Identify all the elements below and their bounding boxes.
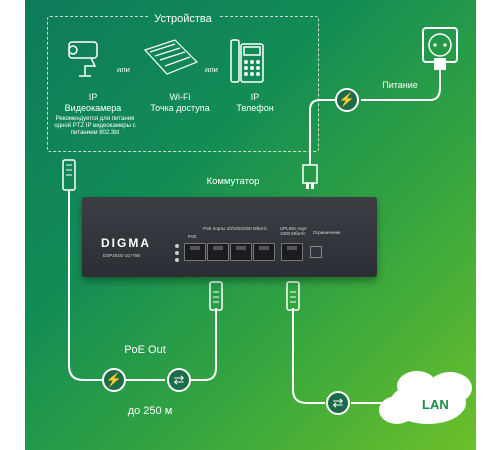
or-label: или xyxy=(205,65,218,74)
phone-label-line1: IP xyxy=(250,92,260,102)
lan-cloud-icon xyxy=(379,371,472,424)
switch-device xyxy=(82,197,377,277)
exchange-arrows-icon: ⇄ xyxy=(326,391,350,415)
camera-label-line2: Видеокамера xyxy=(64,103,122,113)
ap-label-line2: Точка доступа xyxy=(150,103,210,113)
poe-distance: до 250 м xyxy=(127,405,173,417)
poe-port-4 xyxy=(253,243,275,261)
power-label: Питание xyxy=(382,80,418,90)
phone-label-line2: Телефон xyxy=(236,103,274,113)
rj45-connector-icon xyxy=(62,159,76,191)
poe-tag: PoE xyxy=(188,234,197,239)
devices-title: Устройства xyxy=(48,9,318,27)
ip-phone-icon xyxy=(230,39,264,83)
poe-port-3 xyxy=(230,243,252,261)
power-outlet-icon xyxy=(422,27,458,70)
exchange-arrows-icon: ⇄ xyxy=(167,368,191,392)
switch-label: Коммутатор xyxy=(206,176,260,187)
poe-port-2 xyxy=(207,243,229,261)
devices-group: Устройства xyxy=(47,13,319,152)
switch-toggle xyxy=(310,246,322,258)
camera-label-line1: IP xyxy=(88,92,98,102)
lightning-icon: ⚡ xyxy=(102,368,126,392)
ip-camera-icon xyxy=(68,41,98,77)
status-led xyxy=(175,258,179,262)
rj45-connector-icon xyxy=(286,281,300,311)
camera-note: Рекомендуется для питания одной PTZ IP в… xyxy=(54,116,136,136)
ap-label-line1: Wi-Fi xyxy=(169,92,191,102)
lan-label: LAN xyxy=(422,397,449,412)
status-led xyxy=(175,244,179,248)
switch-brand: DIGMA xyxy=(101,236,151,250)
uplink-text: UPLINK порт 1000 Мбит/с xyxy=(280,226,307,236)
diagram-canvas: Устройства или или IP Видеокамера Рекоме… xyxy=(25,0,476,450)
uplink-port xyxy=(281,243,303,261)
status-led xyxy=(175,251,179,255)
switch-model: DSP204G-1G-T80 xyxy=(103,253,141,258)
poe-port-1 xyxy=(184,243,206,261)
or-label: или xyxy=(117,65,130,74)
rj45-connector-icon xyxy=(209,281,223,311)
power-plug-icon xyxy=(302,164,318,189)
poe-out-label: PoE Out xyxy=(124,344,166,356)
wifi-access-point-icon xyxy=(143,39,199,75)
lightning-icon: ⚡ xyxy=(335,88,359,112)
watchdog-text: Ограничение xyxy=(313,230,341,235)
poe-ports-text: PoE порты 10/100/1000 Мбит/с xyxy=(203,226,268,231)
connection-lines xyxy=(62,27,472,424)
